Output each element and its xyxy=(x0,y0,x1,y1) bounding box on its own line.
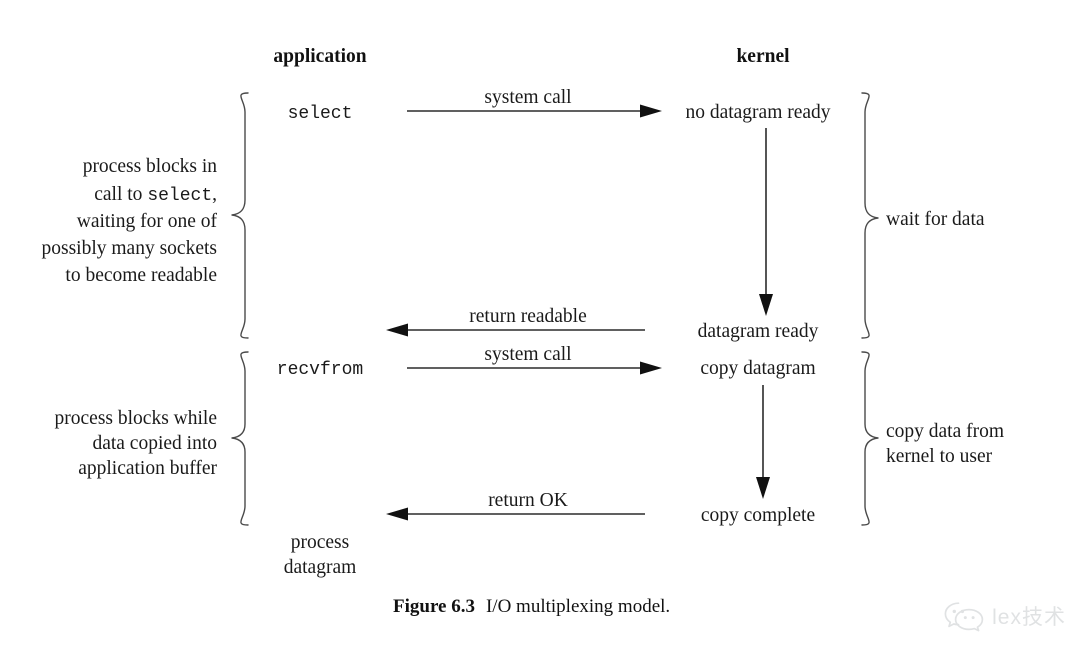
right-brace-copy-data xyxy=(861,351,879,526)
left-annotation-copy-line3: application buffer xyxy=(78,458,217,479)
right-annotation-wait-for-data: wait for data xyxy=(886,209,985,230)
svg-text:call to select,: call to select, xyxy=(94,184,217,206)
right-brace-wait-for-data xyxy=(861,92,879,339)
left-annotation-select-line2: call to select, xyxy=(94,184,217,206)
arrow-head-right xyxy=(640,104,662,118)
left-annotation-select-line5: to become readable xyxy=(65,265,217,286)
arrow-head-right xyxy=(640,361,662,375)
app-call-recvfrom: recvfrom xyxy=(277,360,363,380)
kernel-state-no-datagram-ready: no datagram ready xyxy=(685,102,830,123)
left-annotation-select-mono: select xyxy=(147,186,212,206)
arrow-head-left xyxy=(386,323,408,337)
kernel-state-copy-datagram: copy datagram xyxy=(700,358,815,379)
watermark-text: lex技术 xyxy=(992,606,1066,629)
arrow-label-system-call-select: system call xyxy=(484,87,572,108)
right-annotation-copy-data-line2: kernel to user xyxy=(886,446,993,467)
kernel-state-datagram-ready: datagram ready xyxy=(698,321,819,342)
left-annotation-call-to: call to xyxy=(94,184,147,205)
column-header-kernel: kernel xyxy=(736,46,790,67)
arrow-return-readable: return readable xyxy=(386,306,645,337)
figure-caption-label: Figure 6.3 xyxy=(393,596,475,617)
app-process-datagram-line2: datagram xyxy=(284,557,357,578)
arrow-kernel-copy-vertical xyxy=(756,385,770,499)
left-annotation-copy-line1: process blocks while xyxy=(55,408,217,429)
arrow-label-return-ok: return OK xyxy=(488,490,568,511)
arrow-system-call-recvfrom: system call xyxy=(407,344,662,375)
right-annotation-copy-data-line1: copy data from xyxy=(886,421,1004,442)
app-call-select: select xyxy=(288,104,353,124)
left-annotation-select-line3: waiting for one of xyxy=(77,211,218,232)
left-annotation-comma: , xyxy=(212,184,217,205)
watermark: lex技术 xyxy=(943,600,1066,632)
arrow-system-call-select: system call xyxy=(407,87,662,118)
arrow-head-left xyxy=(386,507,408,521)
column-header-application: application xyxy=(273,46,366,67)
arrow-kernel-wait-vertical xyxy=(759,128,773,316)
left-annotation-select-line4: possibly many sockets xyxy=(42,238,218,259)
kernel-state-copy-complete: copy complete xyxy=(701,505,815,526)
app-process-datagram-line1: process xyxy=(291,532,349,553)
arrow-head-down xyxy=(759,294,773,316)
wechat-icon xyxy=(944,602,984,632)
figure-caption: Figure 6.3 I/O multiplexing model. xyxy=(393,596,670,617)
arrow-label-return-readable: return readable xyxy=(469,306,586,327)
left-annotation-copy-line2: data copied into xyxy=(92,433,217,454)
left-brace-select-block xyxy=(231,92,249,339)
arrow-return-ok: return OK xyxy=(386,490,645,521)
arrow-head-down xyxy=(756,477,770,499)
arrow-label-system-call-recvfrom: system call xyxy=(484,344,572,365)
left-brace-copy-block xyxy=(231,351,249,526)
left-annotation-select-line1: process blocks in xyxy=(83,156,218,177)
figure-caption-text: I/O multiplexing model. xyxy=(486,596,670,617)
